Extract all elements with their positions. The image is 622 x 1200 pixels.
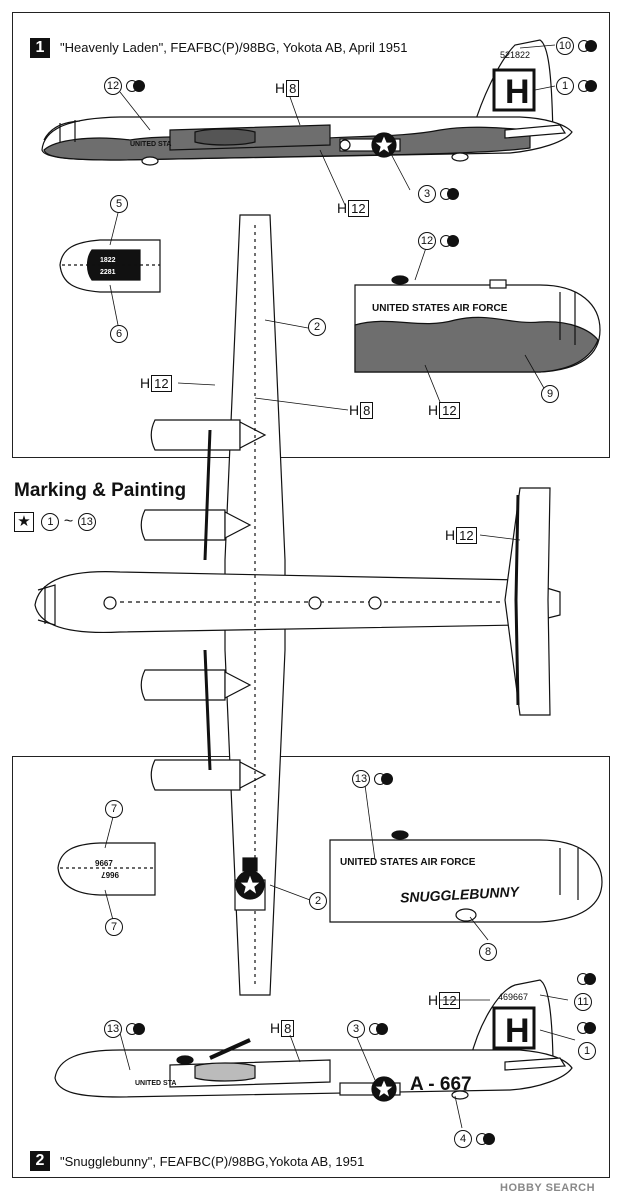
callout-8: 8 bbox=[479, 943, 497, 961]
star-icon: ★ bbox=[14, 512, 34, 532]
decal-icon bbox=[578, 79, 598, 93]
callout-9: 9 bbox=[541, 385, 559, 403]
panel-2 bbox=[12, 756, 610, 1178]
callout-7: 7 bbox=[105, 800, 123, 818]
decal-icon bbox=[476, 1132, 496, 1146]
nose-detail-1 bbox=[59, 239, 161, 293]
callout-13: 13 bbox=[104, 1020, 122, 1038]
watermark: HOBBY SEARCH bbox=[500, 1182, 596, 1194]
callout-5: 5 bbox=[110, 195, 128, 213]
fuselage-detail-2 bbox=[329, 830, 603, 923]
decal-icon bbox=[578, 39, 598, 53]
nose2b: 9667 bbox=[101, 870, 119, 879]
panel-2-title: "Snugglebunny", FEAFBC(P)/98BG,Yokota AB… bbox=[60, 1154, 365, 1169]
usaf1: UNITED STATES AIR FORCE bbox=[372, 303, 508, 314]
callout-12: 12 bbox=[104, 77, 122, 95]
serial2: 469667 bbox=[498, 992, 528, 1002]
callout-3: 3 bbox=[418, 185, 436, 203]
decal-range: ★ 1 ~ 13 bbox=[14, 512, 96, 532]
nose1a: 1822 bbox=[100, 257, 116, 264]
panel-1-title: "Heavenly Laden", FEAFBC(P)/98BG, Yokota… bbox=[60, 40, 408, 55]
side-view-1 bbox=[41, 39, 573, 166]
decal-icon bbox=[577, 1021, 597, 1035]
nose-detail-2 bbox=[57, 842, 156, 896]
callout-13: 13 bbox=[352, 770, 370, 788]
decal-icon bbox=[440, 234, 460, 248]
nose2a: 9667 bbox=[95, 859, 113, 868]
decal-icon bbox=[440, 187, 460, 201]
range-start: 1 bbox=[41, 513, 60, 531]
range-separator: ~ bbox=[63, 513, 74, 530]
callout-6: 6 bbox=[110, 325, 128, 343]
usa2: UNITED STA bbox=[135, 1080, 176, 1087]
decal-icon bbox=[126, 79, 146, 93]
callout-4: 4 bbox=[454, 1130, 472, 1148]
panel-2-number: 2 bbox=[30, 1151, 50, 1171]
decal-icon bbox=[577, 972, 597, 986]
usaf2: UNITED STATES AIR FORCE bbox=[340, 857, 476, 868]
callout-11: 11 bbox=[574, 993, 592, 1011]
callout-2: 2 bbox=[308, 318, 326, 336]
decal-icon bbox=[374, 772, 394, 786]
decal-icon bbox=[126, 1022, 146, 1036]
fuselage-detail-1 bbox=[354, 275, 601, 373]
decal-icon bbox=[369, 1022, 389, 1036]
snug: SNUGGLEBUNNY bbox=[400, 883, 521, 905]
callout-2: 2 bbox=[309, 892, 327, 910]
side-view-2 bbox=[54, 979, 573, 1102]
panel-1-number: 1 bbox=[30, 38, 50, 58]
callout-10: 10 bbox=[556, 37, 574, 55]
serial1: 521822 bbox=[500, 50, 530, 60]
callout-1: 1 bbox=[556, 77, 574, 95]
tailH1: H bbox=[505, 73, 530, 111]
callout-3: 3 bbox=[347, 1020, 365, 1038]
callout-12: 12 bbox=[418, 232, 436, 250]
buzz: A - 667 bbox=[410, 1074, 472, 1095]
plan-view bbox=[34, 214, 561, 996]
leader-lines bbox=[104, 44, 576, 1129]
callout-1: 1 bbox=[578, 1042, 596, 1060]
nose1b: 2281 bbox=[100, 269, 116, 276]
callout-7: 7 bbox=[105, 918, 123, 936]
tailH2: H bbox=[505, 1012, 530, 1050]
usa1: UNITED STA bbox=[130, 141, 171, 148]
range-end: 13 bbox=[77, 513, 96, 531]
section-heading: Marking & Painting bbox=[14, 480, 187, 501]
